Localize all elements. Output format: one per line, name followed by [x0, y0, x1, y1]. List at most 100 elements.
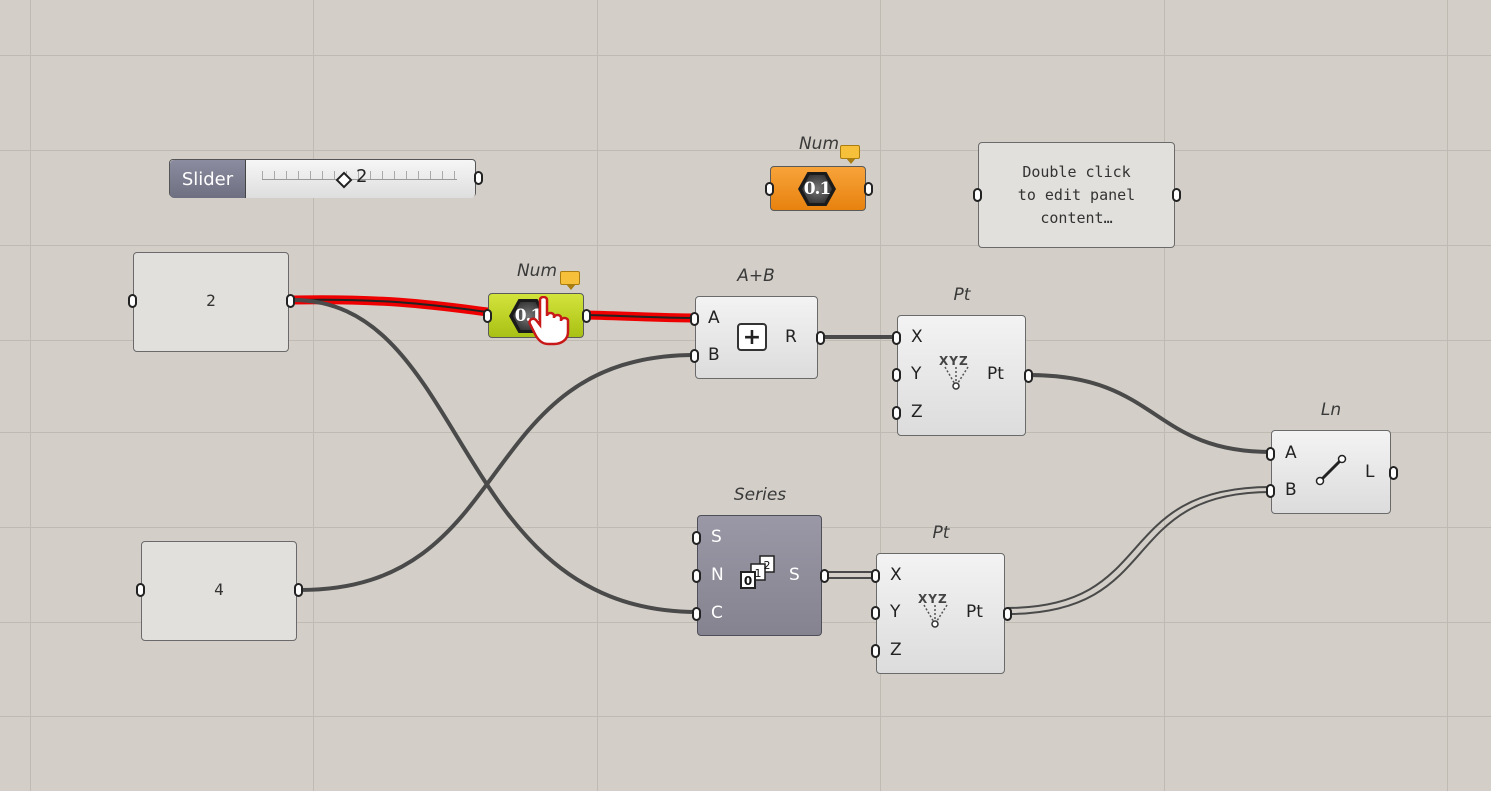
series-component[interactable]: S N C 0 1 2 S [692, 515, 829, 636]
component-title: A+B [737, 266, 775, 286]
input-label-z: Z [890, 640, 902, 660]
panel-line: content… [1040, 209, 1113, 227]
xyz-icon: XYZ [939, 354, 969, 368]
num-output-grip[interactable] [864, 182, 873, 196]
input-grip-y[interactable] [871, 606, 880, 620]
wire-panel2-to-num-core [292, 298, 489, 313]
output-label-pt: Pt [966, 602, 983, 622]
grid-line [313, 0, 314, 791]
input-label-a: A [1285, 443, 1297, 463]
slider-output-grip[interactable] [474, 171, 483, 185]
panel-line: to edit panel [1017, 186, 1136, 204]
number-hex-icon: 0.1 [798, 172, 836, 206]
panel-line: Double click [1022, 163, 1131, 181]
grid-line [0, 245, 1491, 246]
panel-4[interactable]: 4 [136, 541, 303, 641]
grid-line [0, 55, 1491, 56]
component-title: Ln [1320, 400, 1342, 420]
num-input-grip[interactable] [765, 182, 774, 196]
output-grip-l[interactable] [1389, 466, 1398, 480]
input-grip-z[interactable] [892, 406, 901, 420]
xyz-arrows-icon [923, 604, 948, 628]
grid-line [597, 0, 598, 791]
slider-track[interactable]: 2 [246, 160, 475, 198]
grid-line [1447, 0, 1448, 791]
output-grip-r[interactable] [816, 331, 825, 345]
component-title: Num [516, 261, 558, 281]
panel-output-grip[interactable] [1172, 188, 1181, 202]
addition-component[interactable]: A B + R [690, 296, 825, 379]
grid-line [0, 150, 1491, 151]
component-title: Pt [953, 285, 971, 305]
construct-point-component[interactable]: X Y Z XYZ Pt [892, 315, 1033, 436]
wire-panel2-to-series-c[interactable] [292, 298, 698, 614]
grid-line [0, 432, 1491, 433]
input-label-x: X [890, 565, 902, 585]
grid-line [0, 716, 1491, 717]
input-label-y: Y [890, 602, 901, 622]
output-grip-s[interactable] [820, 569, 829, 583]
input-grip-y[interactable] [892, 368, 901, 382]
slider-value: 2 [356, 166, 368, 187]
comment-bubble-icon [840, 145, 860, 164]
output-label-s: S [789, 565, 800, 585]
input-grip-x[interactable] [892, 331, 901, 345]
panel-text: 2 [206, 291, 216, 310]
line-component[interactable]: A B L [1266, 430, 1398, 514]
panel-input-grip[interactable] [973, 188, 982, 202]
construct-point-component[interactable]: X Y Z XYZ Pt [871, 553, 1012, 674]
input-label-x: X [911, 327, 923, 347]
svg-text:1: 1 [755, 567, 762, 580]
component-title: Num [798, 134, 840, 154]
panel-output-grip[interactable] [294, 583, 303, 597]
input-grip-n[interactable] [692, 569, 701, 583]
panel-2[interactable]: 2 [128, 252, 295, 352]
wire-pt-bottom-to-line-b-2 [1006, 491, 1272, 615]
series-icon: 0 1 2 [740, 555, 775, 589]
comment-bubble-icon [560, 271, 580, 290]
input-label-z: Z [911, 402, 923, 422]
input-label-n: N [711, 565, 724, 585]
input-grip-b[interactable] [690, 349, 699, 363]
component-title: Pt [932, 523, 950, 543]
line-icon [1315, 454, 1347, 486]
num-output-grip[interactable] [582, 309, 591, 323]
panel-input-grip[interactable] [136, 583, 145, 597]
number-slider[interactable]: Slider 2 [169, 159, 483, 198]
wire-pt-top-to-line-a[interactable] [1028, 373, 1272, 454]
svg-text:0: 0 [744, 574, 752, 588]
input-label-y: Y [911, 364, 922, 384]
input-grip-z[interactable] [871, 644, 880, 658]
input-grip-c[interactable] [692, 607, 701, 621]
panel-input-grip[interactable] [128, 294, 137, 308]
wire-panel4-to-addition-b[interactable] [299, 353, 696, 592]
panel-output-grip[interactable] [286, 294, 295, 308]
grid-line [880, 0, 881, 791]
panel-empty[interactable]: Double click to edit panel content… [973, 142, 1181, 248]
panel-text: 4 [214, 580, 224, 599]
xyz-arrows-icon [944, 366, 969, 390]
num-input-grip[interactable] [483, 309, 492, 323]
panel-text: Double click to edit panel content… [979, 161, 1174, 230]
grid-line [1164, 0, 1165, 791]
output-grip-pt[interactable] [1024, 369, 1033, 383]
input-grip-b[interactable] [1266, 484, 1275, 498]
input-grip-s[interactable] [692, 531, 701, 545]
input-label-b: B [708, 345, 720, 365]
input-label-a: A [708, 308, 720, 328]
wire-pt-bottom-to-line-b[interactable] [1006, 486, 1272, 609]
input-label-b: B [1285, 480, 1297, 500]
input-grip-x[interactable] [871, 569, 880, 583]
input-label-s: S [711, 527, 722, 547]
number-hex-label: 0.1 [802, 175, 832, 203]
hand-cursor-icon [528, 296, 570, 346]
slider-ticks [262, 171, 457, 180]
plus-icon: + [737, 323, 767, 351]
input-grip-a[interactable] [690, 312, 699, 326]
input-grip-a[interactable] [1266, 447, 1275, 461]
num-parameter-green[interactable]: 0.1 [483, 293, 591, 338]
num-parameter-orange[interactable]: 0.1 [765, 166, 873, 211]
output-grip-pt[interactable] [1003, 607, 1012, 621]
